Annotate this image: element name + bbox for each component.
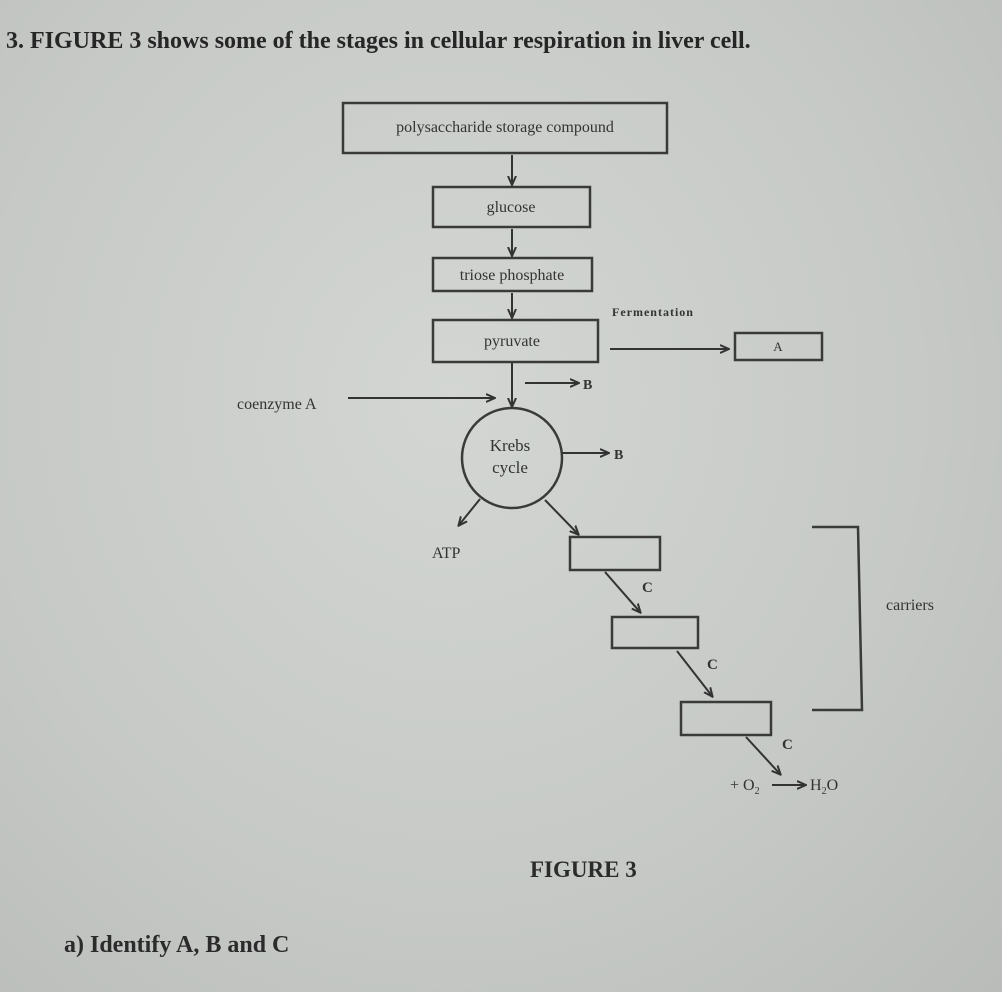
question-text: FIGURE 3 shows some of the stages in cel… [30, 28, 751, 54]
carrier-box-2 [610, 615, 700, 650]
carrier-box-1 [568, 535, 662, 572]
fermentation-label: Fermentation [612, 305, 694, 319]
c-label-2: C [707, 657, 718, 673]
glucose-box [431, 185, 592, 229]
pyruvate-box [431, 318, 600, 364]
arrow-carrier3-oxygen [745, 736, 780, 774]
question-number: 3. [6, 28, 24, 54]
question-title: 3. FIGURE 3 shows some of the stages in … [6, 28, 751, 55]
carriers-bracket [812, 525, 864, 712]
krebs-label-2: cycle [492, 458, 528, 477]
arrow-carrier2-carrier3 [676, 650, 712, 696]
c-label-1: C [642, 580, 653, 596]
c-label-3: C [782, 737, 793, 753]
krebs-label-1: Krebs [490, 436, 531, 455]
atp-label: ATP [432, 545, 461, 562]
product-a-label: A [773, 339, 783, 354]
polysaccharide-box [341, 101, 669, 155]
triose-phosphate-label: triose phosphate [460, 267, 564, 284]
krebs-cycle-circle [460, 406, 564, 510]
polysaccharide-label: polysaccharide storage compound [396, 119, 614, 136]
figure-caption: FIGURE 3 [530, 857, 637, 882]
arrow-carrier1-carrier2 [604, 571, 640, 612]
carrier-box-3 [679, 700, 773, 737]
pyruvate-label: pyruvate [484, 333, 540, 350]
b-label-2: B [614, 448, 623, 463]
triose-phosphate-box [431, 256, 594, 293]
water-label: H2O [810, 777, 838, 797]
glucose-label: glucose [487, 199, 536, 216]
b-label-1: B [583, 378, 592, 393]
oxygen-label: + O2 [730, 777, 760, 797]
arrow-to-atp [459, 498, 481, 525]
sub-question-a: a) Identify A, B and C [64, 932, 290, 958]
carriers-label: carriers [886, 597, 934, 614]
product-a-box [733, 331, 824, 362]
arrow-krebs-carrier1 [544, 499, 578, 534]
coenzyme-a-label: coenzyme A [237, 396, 317, 413]
